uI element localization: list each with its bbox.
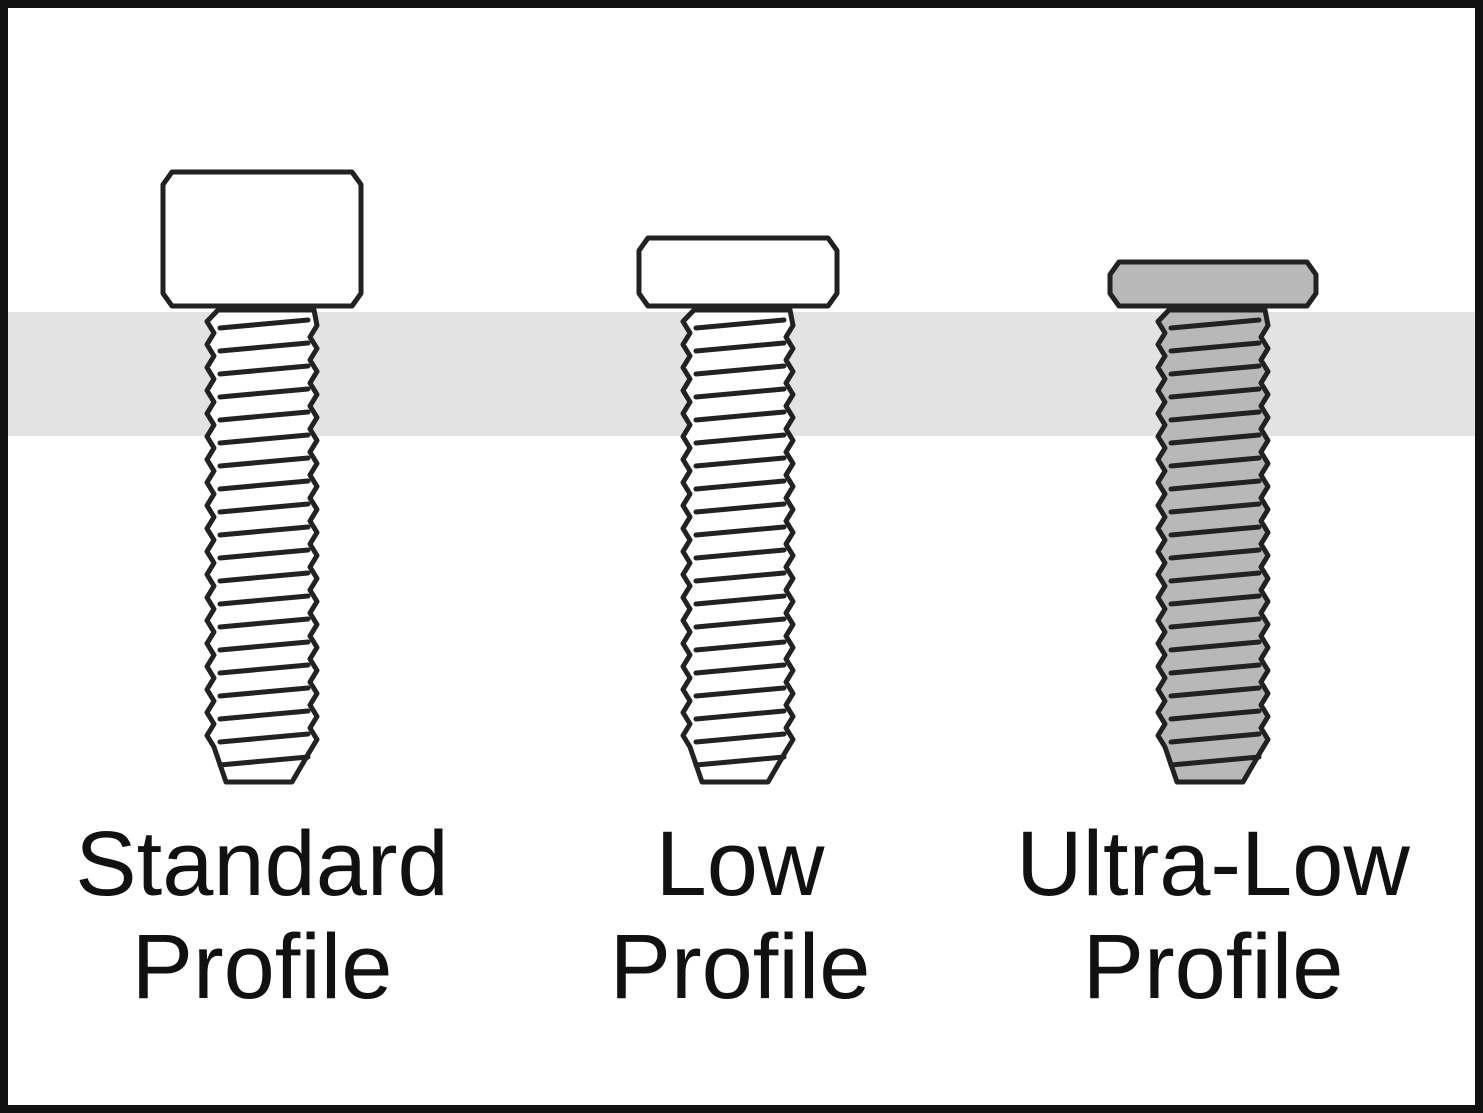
thread-line bbox=[693, 524, 787, 538]
thread-line bbox=[217, 455, 311, 469]
thread-line bbox=[217, 570, 311, 584]
thread-line bbox=[1168, 570, 1262, 584]
thread-line bbox=[1168, 524, 1262, 538]
thread-line bbox=[1168, 501, 1262, 515]
thread-line bbox=[217, 547, 311, 561]
low-profile-screw bbox=[636, 235, 840, 785]
thread-line bbox=[217, 432, 311, 446]
thread-line bbox=[1168, 685, 1262, 699]
ultra-low-profile-screw bbox=[1107, 259, 1319, 785]
thread-line bbox=[1168, 593, 1262, 607]
thread-line bbox=[217, 524, 311, 538]
thread-line bbox=[693, 409, 787, 423]
thread-line bbox=[217, 616, 311, 630]
thread-line bbox=[693, 363, 787, 377]
thread-line bbox=[693, 685, 787, 699]
thread-line bbox=[1168, 340, 1262, 354]
thread-line bbox=[1168, 409, 1262, 423]
thread-line bbox=[217, 754, 311, 768]
thread-line bbox=[693, 478, 787, 492]
thread-line bbox=[1168, 708, 1262, 722]
standard-profile-screw bbox=[160, 169, 364, 785]
thread-line bbox=[1168, 754, 1262, 768]
thread-line bbox=[693, 547, 787, 561]
screw-shank bbox=[680, 307, 796, 785]
thread-line bbox=[693, 501, 787, 515]
thread-line bbox=[1168, 455, 1262, 469]
thread-line bbox=[693, 639, 787, 653]
standard-profile-label-line2: Profile bbox=[132, 916, 393, 1018]
thread-line bbox=[693, 340, 787, 354]
ultra-low-profile-label-line2: Profile bbox=[1083, 916, 1344, 1018]
thread-line bbox=[693, 616, 787, 630]
thread-line bbox=[217, 363, 311, 377]
standard-profile-label-line1: Standard bbox=[75, 813, 448, 915]
thread-line bbox=[693, 570, 787, 584]
low-profile-label-line1: Low bbox=[656, 813, 825, 915]
thread-line bbox=[693, 455, 787, 469]
thread-line bbox=[1168, 432, 1262, 446]
thread-line bbox=[693, 432, 787, 446]
thread-line bbox=[217, 478, 311, 492]
thread-line bbox=[693, 731, 787, 745]
thread-line bbox=[217, 731, 311, 745]
thread-line bbox=[1168, 317, 1262, 331]
thread-line bbox=[217, 639, 311, 653]
thread-line bbox=[693, 317, 787, 331]
thread-line bbox=[1168, 478, 1262, 492]
thread-line bbox=[1168, 662, 1262, 676]
thread-line bbox=[1168, 616, 1262, 630]
screw-head bbox=[1107, 259, 1319, 309]
screw-shank bbox=[1155, 307, 1271, 785]
thread-line bbox=[1168, 639, 1262, 653]
thread-line bbox=[217, 409, 311, 423]
screw-head bbox=[160, 169, 364, 309]
thread-line bbox=[1168, 363, 1262, 377]
thread-line bbox=[1168, 386, 1262, 400]
thread-line bbox=[693, 386, 787, 400]
screw-shank bbox=[204, 307, 320, 785]
thread-line bbox=[217, 501, 311, 515]
thread-line bbox=[217, 593, 311, 607]
ultra-low-profile-label-line1: Ultra-Low bbox=[1016, 813, 1410, 915]
thread-line bbox=[217, 340, 311, 354]
thread-line bbox=[1168, 547, 1262, 561]
screw-head bbox=[636, 235, 840, 309]
thread-line bbox=[217, 708, 311, 722]
thread-line bbox=[217, 386, 311, 400]
thread-line bbox=[217, 685, 311, 699]
thread-line bbox=[693, 662, 787, 676]
thread-line bbox=[217, 662, 311, 676]
thread-line bbox=[217, 317, 311, 331]
thread-line bbox=[693, 593, 787, 607]
thread-line bbox=[693, 754, 787, 768]
thread-line bbox=[693, 708, 787, 722]
low-profile-label-line2: Profile bbox=[610, 916, 871, 1018]
thread-line bbox=[1168, 731, 1262, 745]
